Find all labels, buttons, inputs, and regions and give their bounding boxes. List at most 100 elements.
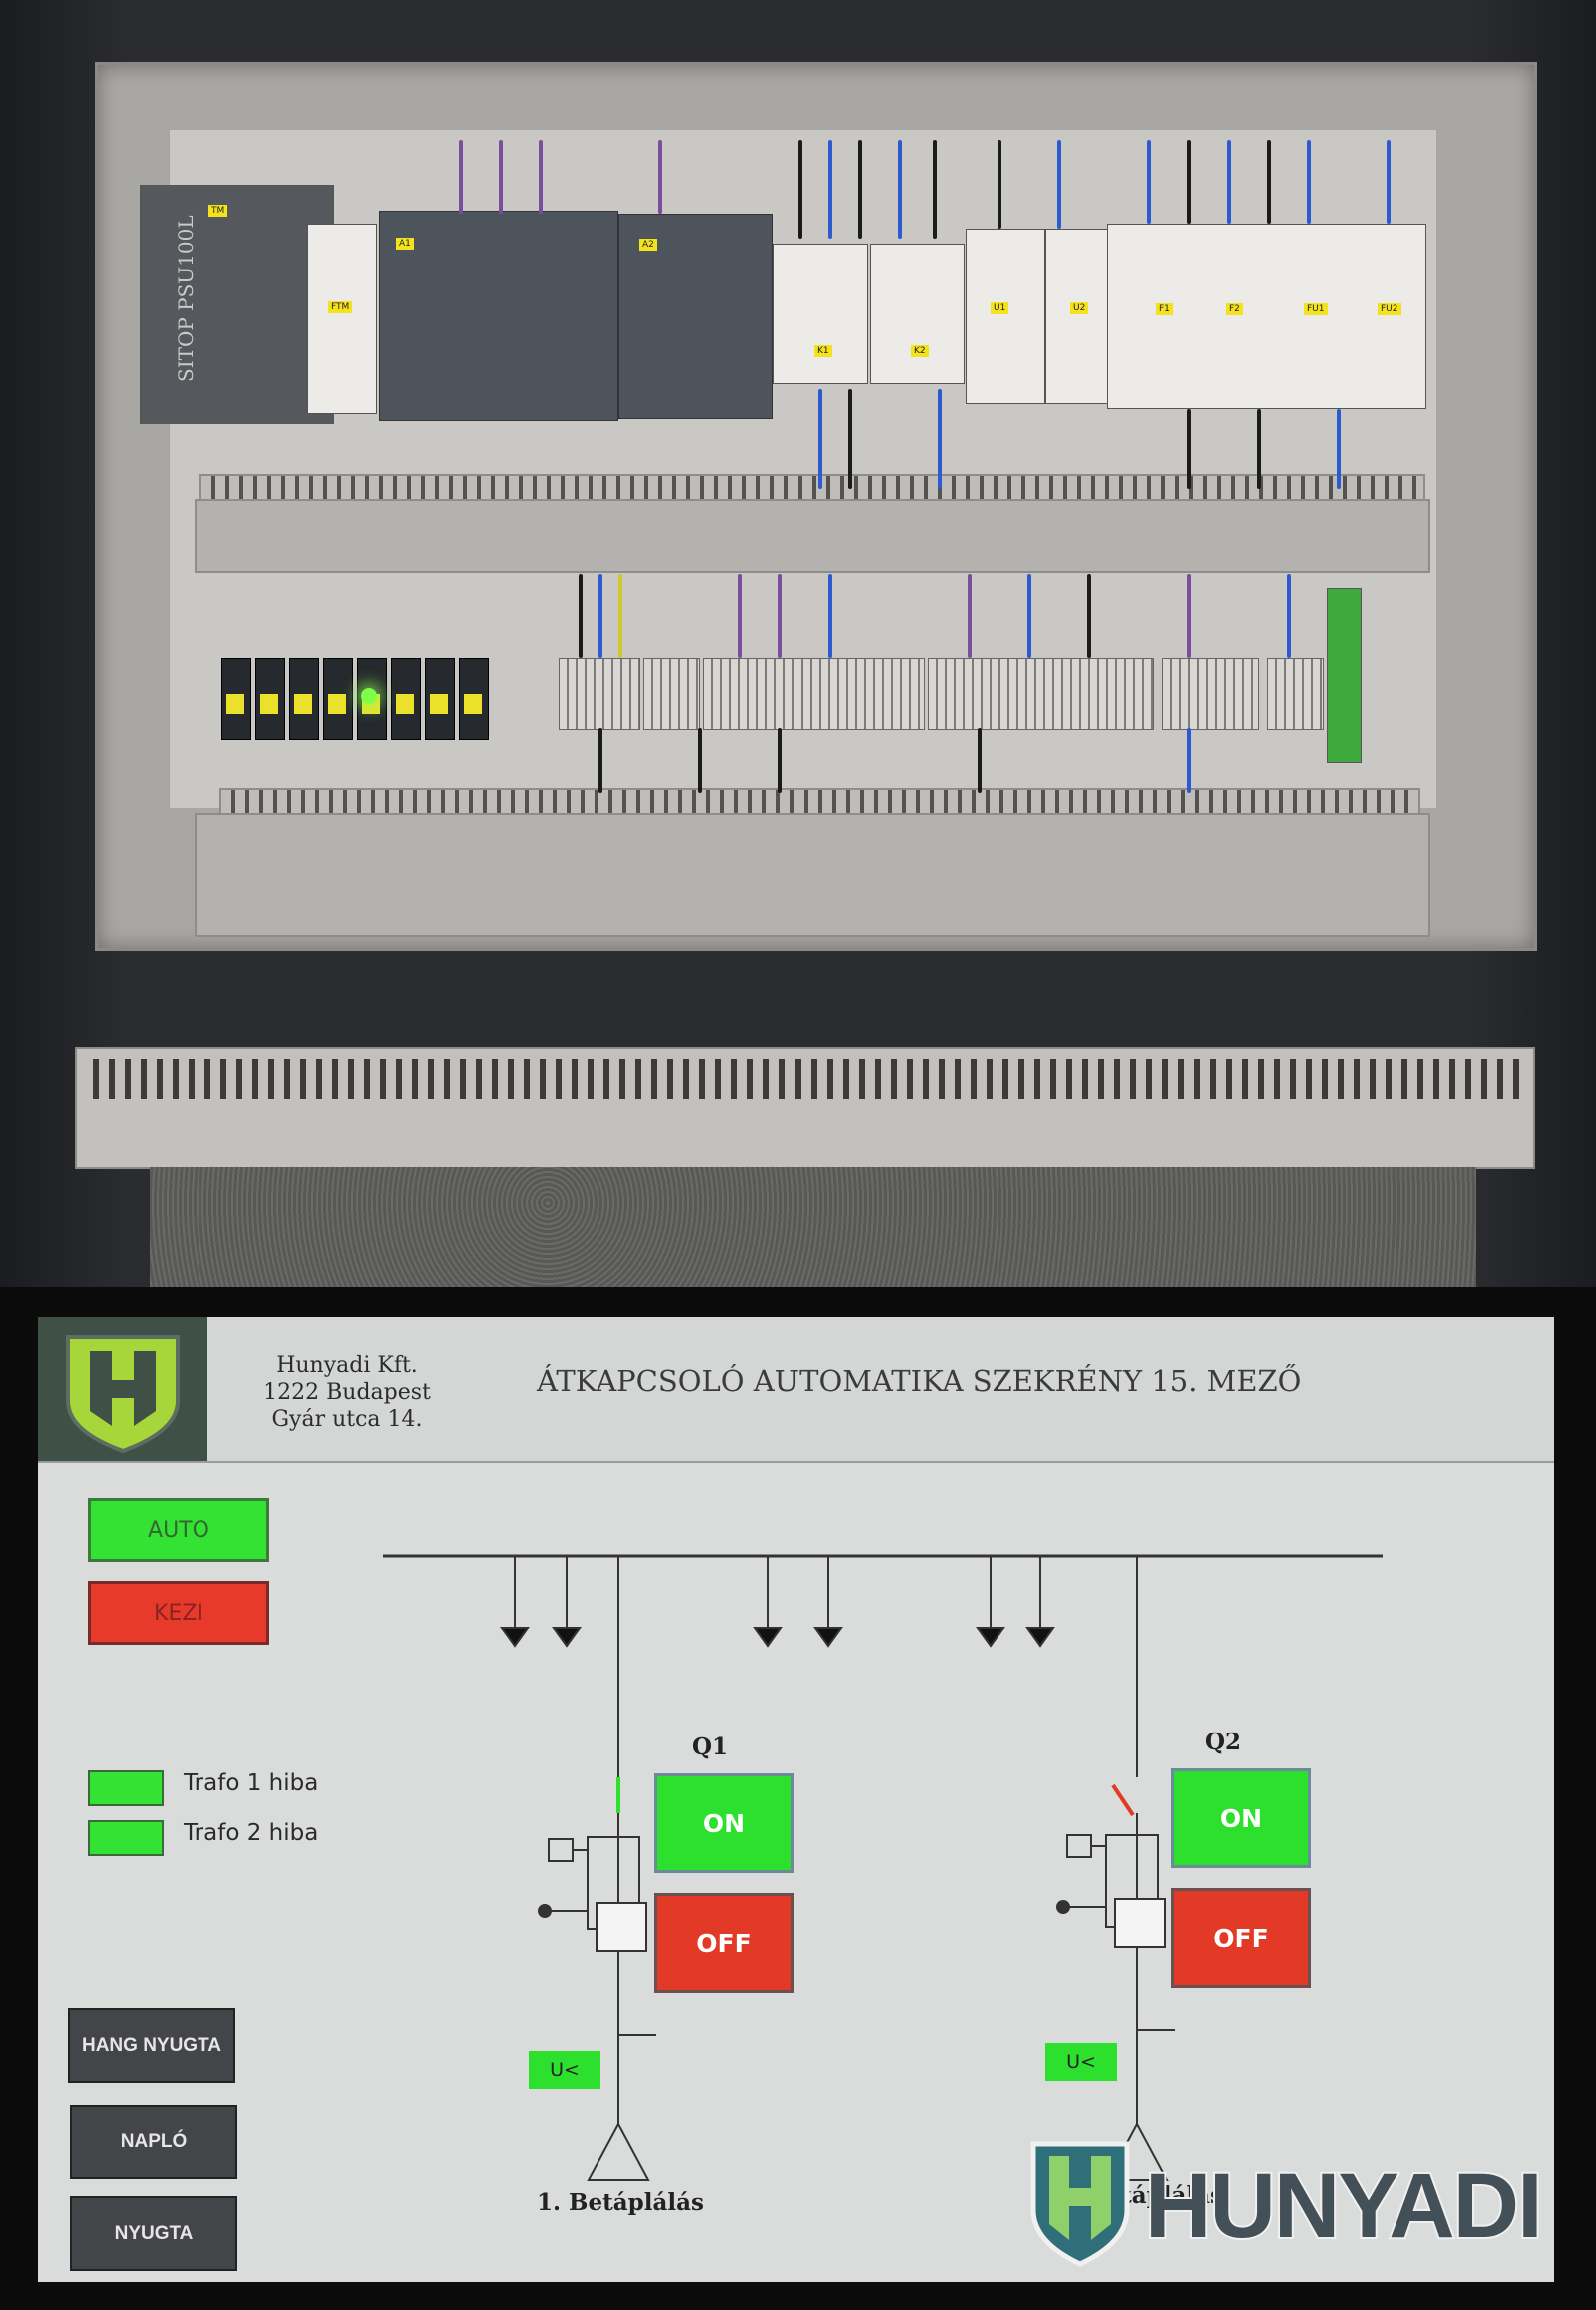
tag-tm: TM: [208, 205, 228, 217]
hang-nyugta-button[interactable]: HANG NYUGTA: [68, 2008, 235, 2083]
interface-relay: [221, 658, 251, 740]
hunyadi-watermark: HUNYADI: [1025, 2132, 1554, 2272]
wire: [1337, 409, 1341, 489]
watermark-shield-icon: [1030, 2141, 1130, 2267]
relay-u1: U1: [966, 229, 1045, 404]
terminal-block: [703, 658, 925, 730]
wire: [778, 574, 782, 658]
trafo2-fault-label: Trafo 2 hiba: [184, 1820, 319, 1846]
feed1-label: 1. Betáplálás: [537, 2189, 704, 2216]
earth-terminal: [1327, 588, 1362, 763]
interface-relay: [425, 658, 455, 740]
lower-duct-cover: [195, 813, 1430, 937]
shield-h-logo-icon: [66, 1335, 180, 1454]
company-name: Hunyadi Kft.: [276, 1353, 418, 1378]
wire: [1187, 140, 1191, 224]
interface-relay: [289, 658, 319, 740]
terminal-block: [1162, 658, 1259, 730]
wire: [1087, 574, 1091, 658]
wire: [1267, 140, 1271, 224]
tag-k2: K2: [911, 345, 929, 357]
trafo2-fault-indicator: [88, 1820, 164, 1856]
wire: [1257, 409, 1261, 489]
terminal-block: [928, 658, 1154, 730]
wire: [499, 140, 503, 214]
q1-off-button[interactable]: OFF: [654, 1893, 794, 1993]
q1-label: Q1: [692, 1733, 729, 1760]
q2-off-button[interactable]: OFF: [1171, 1888, 1311, 1988]
wire: [738, 574, 742, 658]
company-logo: [38, 1317, 207, 1461]
tag-fu1: FU1: [1304, 303, 1328, 315]
ftm-module: FTM: [307, 224, 377, 414]
wire: [858, 140, 862, 239]
wire: [1307, 140, 1311, 224]
wire: [778, 728, 782, 793]
q2-undervoltage-indicator: U<: [1045, 2043, 1117, 2081]
tag-f1: F1: [1156, 303, 1173, 315]
interface-relay: [391, 658, 421, 740]
plc-a2: A2: [618, 214, 773, 419]
tag-f2: F2: [1226, 303, 1243, 315]
nyugta-button[interactable]: NYUGTA: [70, 2196, 237, 2271]
wire: [1187, 409, 1191, 489]
q1-on-button[interactable]: ON: [654, 1773, 794, 1873]
wire: [898, 140, 902, 239]
wire: [1287, 574, 1291, 658]
bottom-cable-duct: [75, 1047, 1535, 1169]
status-led: [361, 688, 377, 704]
company-info: Hunyadi Kft. 1222 Budapest Gyár utca 14.: [227, 1352, 467, 1433]
single-line-diagram: [383, 1554, 1383, 2181]
trafo1-fault-label: Trafo 1 hiba: [184, 1770, 319, 1796]
contactor-k2: K2: [870, 244, 965, 384]
tag-a1: A1: [396, 238, 414, 250]
wire: [618, 574, 622, 658]
interface-relay: [255, 658, 285, 740]
wire: [1387, 140, 1391, 224]
company-address-line1: 1222 Budapest: [263, 1380, 431, 1405]
tag-u2: U2: [1070, 302, 1089, 314]
terminal-block: [1267, 658, 1324, 730]
wire: [848, 389, 852, 489]
wire: [798, 140, 802, 239]
watermark-text: HUNYADI: [1143, 2153, 1545, 2259]
wire: [1187, 728, 1191, 793]
wire: [938, 389, 942, 489]
wire: [658, 140, 662, 214]
tag-a2: A2: [639, 239, 657, 251]
company-address-line2: Gyár utca 14.: [271, 1407, 423, 1432]
screen-title: ÁTKAPCSOLÓ AUTOMATIKA SZEKRÉNY 15. MEZŐ: [537, 1364, 1302, 1398]
wire: [818, 389, 822, 489]
wire: [1187, 574, 1191, 658]
tag-ftm: FTM: [328, 301, 353, 313]
contactor-k1: K1: [773, 244, 868, 384]
wire: [828, 140, 832, 239]
q2-on-button[interactable]: ON: [1171, 1768, 1311, 1868]
cabinet-floor: [150, 1167, 1476, 1287]
trafo1-fault-indicator: [88, 1770, 164, 1806]
tag-u1: U1: [991, 302, 1009, 314]
wire: [459, 140, 463, 214]
wire: [539, 140, 543, 214]
wire: [698, 728, 702, 793]
q2-label: Q2: [1205, 1729, 1242, 1755]
auto-mode-button[interactable]: AUTO: [88, 1498, 269, 1562]
wire: [1147, 140, 1151, 224]
plc-a1: A1: [379, 211, 618, 421]
q2-breaker-symbol: [1056, 1556, 1175, 2181]
hmi-screen: Hunyadi Kft. 1222 Budapest Gyár utca 14.…: [38, 1317, 1554, 2282]
wire: [1057, 140, 1061, 229]
wire: [598, 728, 602, 793]
cabinet-photo: SITOP PSU100L TM FTM A1 A2 K1 K2 U1 U2 F…: [0, 0, 1596, 1287]
q1-undervoltage-indicator: U<: [529, 2051, 600, 2089]
upper-duct-cover: [195, 499, 1430, 573]
wire: [998, 140, 1001, 229]
naplo-button[interactable]: NAPLÓ: [70, 2105, 237, 2179]
wire: [598, 574, 602, 658]
mcb-group: F1 F2 FU1 FU2: [1107, 224, 1426, 409]
psu-label: SITOP PSU100L: [174, 215, 198, 382]
wire: [579, 574, 583, 658]
q1-breaker-symbol: [538, 1556, 656, 2181]
wire: [1027, 574, 1031, 658]
manual-mode-button[interactable]: KEZI: [88, 1581, 269, 1645]
